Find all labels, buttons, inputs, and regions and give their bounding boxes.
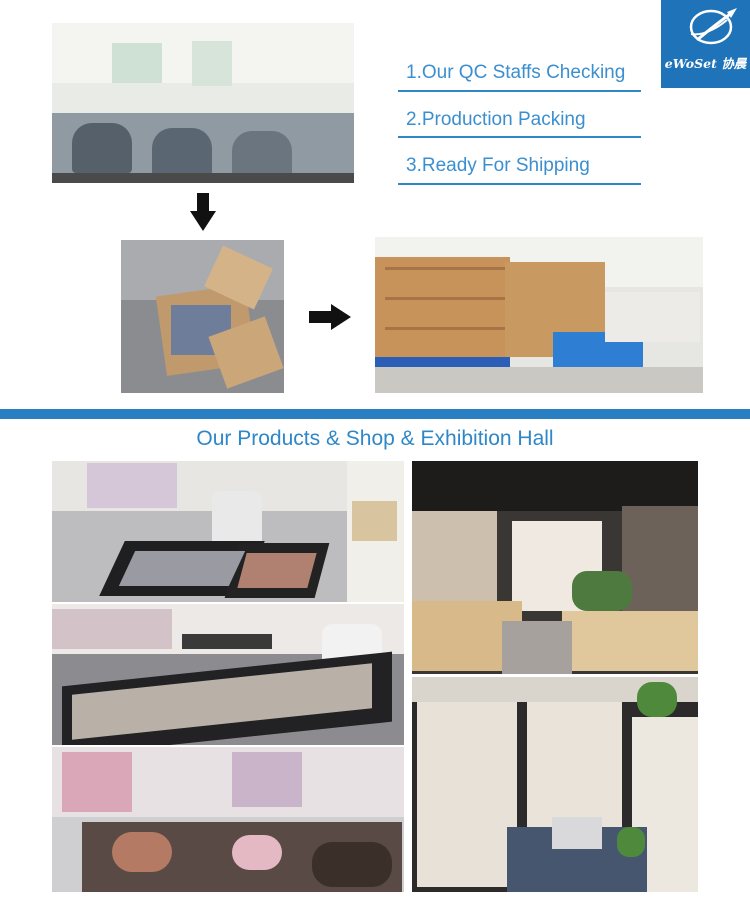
section-title: Our Products & Shop & Exhibition Hall bbox=[196, 427, 554, 450]
packing-boxes-photo bbox=[121, 240, 284, 393]
showroom-photo-2 bbox=[52, 604, 404, 745]
warehouse-shipping-photo bbox=[375, 237, 703, 393]
step-underline bbox=[398, 183, 641, 185]
showroom-photo-1 bbox=[52, 461, 404, 602]
qc-staff-photo bbox=[52, 23, 354, 183]
brand-name: eWoSet 协晨 bbox=[664, 56, 747, 71]
step-production-packing: 2.Production Packing bbox=[406, 109, 586, 130]
arrow-down-icon bbox=[190, 193, 216, 231]
arrow-right-icon bbox=[309, 304, 351, 330]
step-underline bbox=[398, 136, 641, 138]
shop-hall-photo-1 bbox=[412, 461, 698, 674]
globe-plane-icon bbox=[689, 8, 737, 45]
brand-logo: eWoSet 协晨 bbox=[661, 0, 750, 88]
showroom-photo-3 bbox=[52, 747, 404, 892]
step-ready-shipping: 3.Ready For Shipping bbox=[406, 155, 590, 176]
section-divider bbox=[0, 409, 750, 419]
step-underline bbox=[398, 90, 641, 92]
shop-hall-photo-2 bbox=[412, 677, 698, 892]
step-qc-checking: 1.Our QC Staffs Checking bbox=[406, 62, 626, 83]
